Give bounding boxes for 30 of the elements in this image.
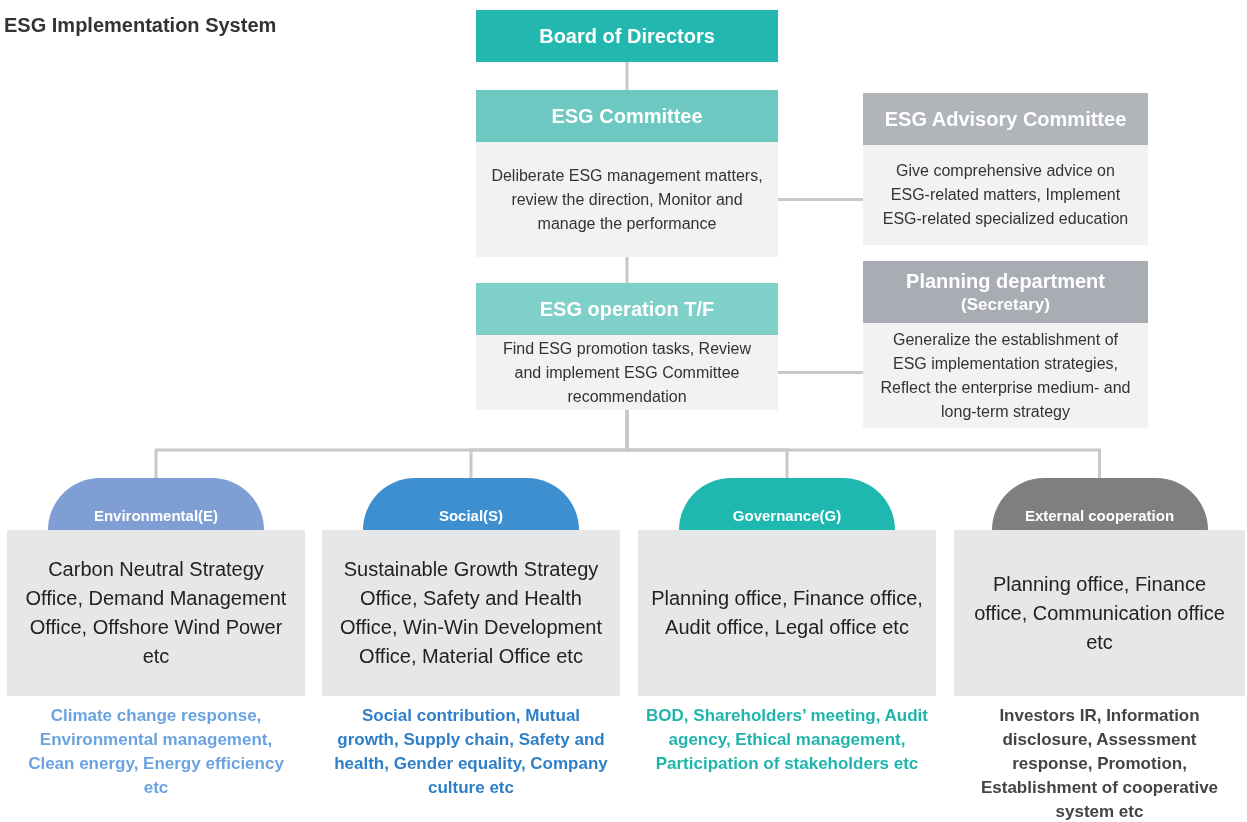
description-text: BOD, Shareholders’ meeting, Audit agency, Ethical management, Participation of stakeholders etc: [646, 705, 928, 775]
department-box: Planning office, Finance office, Communication office etc: [954, 530, 1245, 696]
card-header: ESG Committee: [476, 90, 778, 142]
department-box: Carbon Neutral Strategy Office, Demand Management Office, Offshore Wind Power etc: [7, 530, 305, 696]
committee-card: [476, 283, 778, 410]
committee-card: [476, 90, 778, 257]
description-text: Climate change response, Environmental management, Clean energy, Energy efficiency etc: [27, 705, 285, 799]
card-header: ESG Advisory Committee: [863, 93, 1148, 145]
card-body-text: Generalize the establishment of ESG implementation strategies, Reflect the enterprise medium- and long-term strategy: [879, 329, 1132, 422]
connector-line: [778, 371, 863, 374]
semicircle-tab: Governance(G): [679, 478, 895, 530]
diagram-title: ESG Implementation System: [4, 13, 277, 38]
semicircle-tab: Environmental(E): [48, 478, 264, 530]
card-header: ESG operation T/F: [476, 283, 778, 335]
semicircle-tab: External cooperation: [991, 478, 1208, 530]
committee-card: [863, 261, 1148, 428]
committee-card: [863, 93, 1148, 245]
connector-line: [778, 198, 863, 201]
connector-line: [625, 62, 629, 90]
department-box: Planning office, Finance office, Audit office, Legal office etc: [638, 530, 936, 696]
card-body-text: Deliberate ESG management matters, review the direction, Monitor and manage the performance: [490, 165, 764, 234]
card-body-text: Find ESG promotion tasks, Review and implement ESG Committee recommendation: [501, 338, 753, 407]
connector-line: [625, 257, 629, 283]
card-header: Planning department (Secretary): [863, 261, 1148, 323]
semicircle-tab: Social(S): [363, 478, 579, 530]
board-box: Board of Directors: [476, 10, 778, 62]
description-text: Social contribution, Mutual growth, Supply chain, Safety and health, Gender equality, Company culture etc: [333, 705, 609, 799]
description-text: Investors IR, Information disclosure, Assessment response, Promotion, Establishment of cooperative system etc: [979, 705, 1220, 822]
department-box: Sustainable Growth Strategy Office, Safety and Health Office, Win-Win Development Office, Material Office etc: [322, 530, 620, 696]
card-body-text: Give comprehensive advice on ESG-related matters, Implement ESG-related specialized education: [881, 161, 1130, 229]
